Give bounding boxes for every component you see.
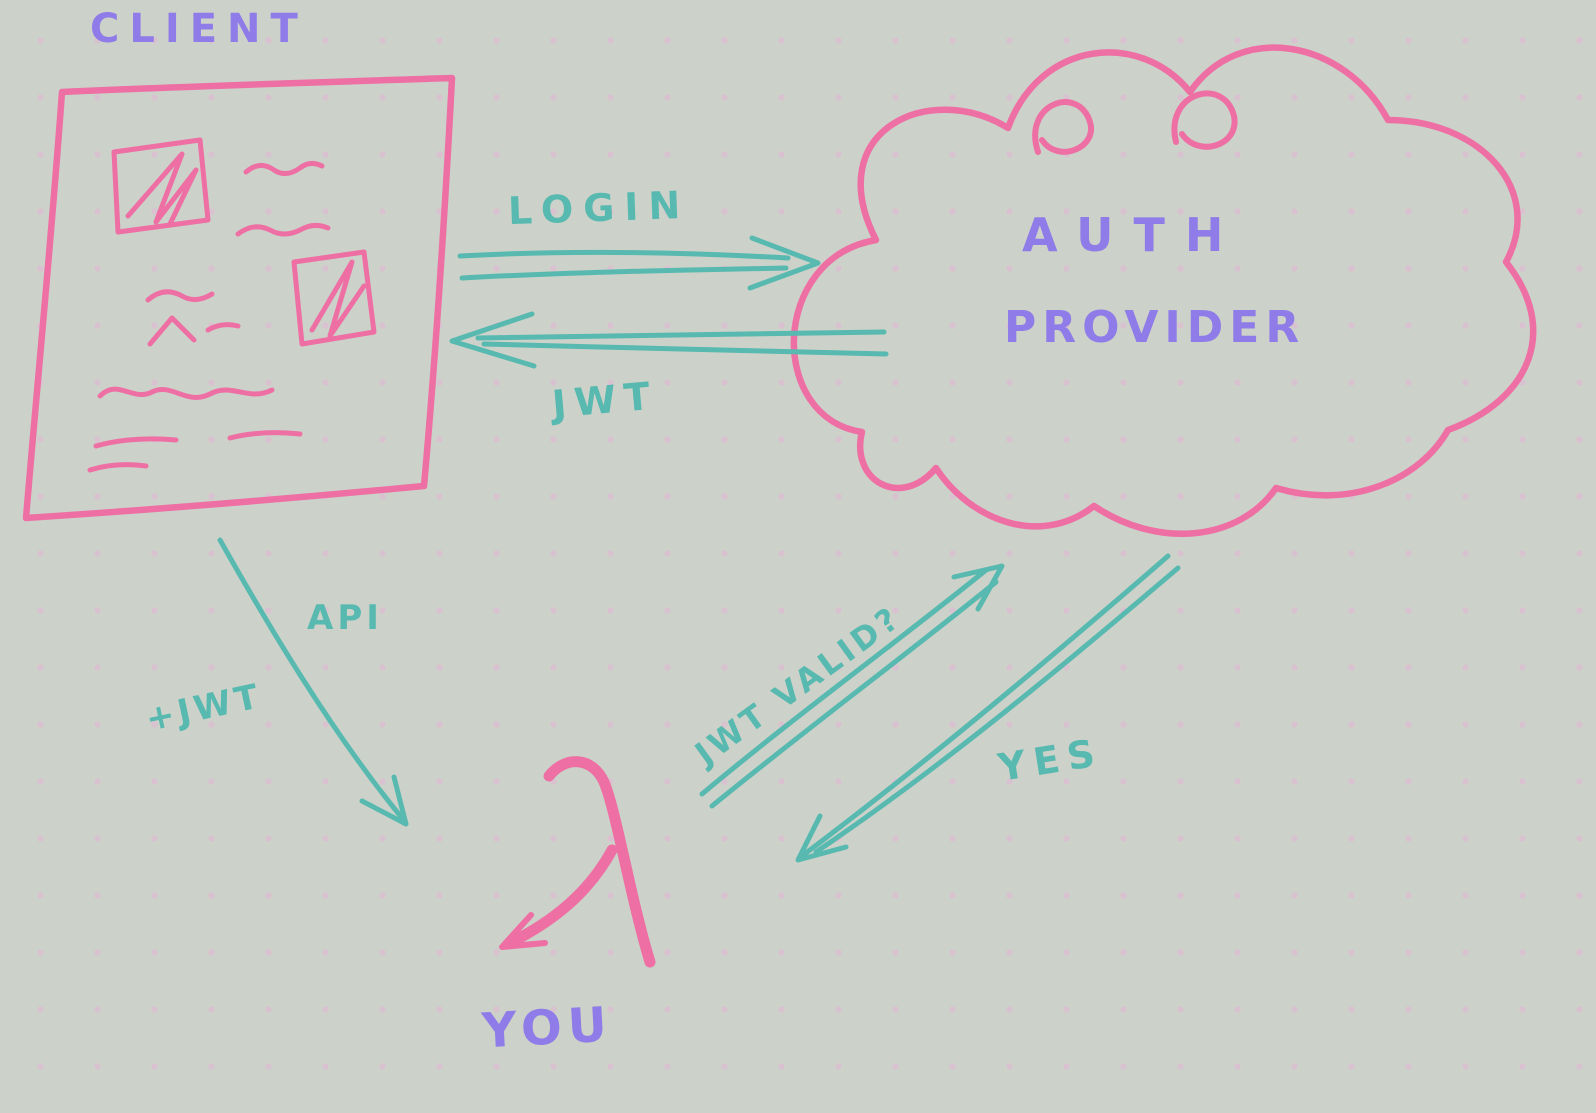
auth-cloud-title-line1: AUTH <box>1022 208 1244 262</box>
client-box-sketch <box>22 74 456 522</box>
client-label: CLIENT <box>90 6 308 52</box>
text-squiggle-4 <box>205 322 241 333</box>
login-arrow-shaft-bottom <box>459 265 789 281</box>
text-squiggle-2 <box>235 222 331 237</box>
yes-arrow-shaft <box>799 553 1171 859</box>
image-placeholder-1-scribble <box>125 151 199 227</box>
jwt-valid-head <box>951 563 1005 612</box>
text-line-1 <box>93 436 179 449</box>
image-placeholder-1 <box>111 137 211 235</box>
yes-arrow <box>795 553 1181 863</box>
login-arrow-label: LOGIN <box>507 182 692 234</box>
text-caret-scribble <box>147 315 197 347</box>
image-placeholder-2 <box>291 249 377 347</box>
api-arrow-shaft <box>217 537 405 821</box>
auth-cloud-shape <box>790 44 1537 537</box>
client-content-sketch <box>87 137 377 473</box>
lambda-leg-arrow-head <box>499 912 548 950</box>
text-squiggle-3 <box>145 289 215 303</box>
login-arrow <box>457 235 821 291</box>
client-box-outline <box>22 74 456 522</box>
api-arrow-head <box>359 774 409 827</box>
jwt-arrow-head <box>449 311 537 369</box>
text-line-3 <box>87 462 149 473</box>
text-zigzag-underline <box>97 386 275 400</box>
text-squiggle-1 <box>243 160 325 176</box>
jwt-valid-shaft-top <box>699 567 989 797</box>
api-arrow-label: API <box>307 598 383 638</box>
jwt-return-arrow-label: JWT <box>550 373 660 427</box>
text-line-2 <box>227 430 303 441</box>
jwt-valid-arrow <box>699 563 1005 809</box>
jwt-return-arrow <box>449 311 889 369</box>
lambda-symbol <box>499 756 656 968</box>
image-placeholder-2-scribble <box>309 259 367 339</box>
login-arrow-shaft-top <box>457 249 791 261</box>
login-arrow-head <box>747 235 821 291</box>
cloud-curl-2 <box>1171 90 1238 150</box>
jwt-valid-shaft-bottom <box>709 579 999 809</box>
auth-cloud-title-line2: PROVIDER <box>1004 302 1306 353</box>
lambda-left-leg <box>502 844 618 950</box>
jwt-arrow-shaft-bottom <box>481 341 889 357</box>
lambda-main-stroke <box>543 756 656 968</box>
cloud-outline <box>790 44 1537 537</box>
jwt-arrow-shaft-top <box>475 329 887 341</box>
yes-arrow-head <box>795 813 849 863</box>
api-arrow <box>217 537 409 827</box>
cloud-curl-1 <box>1032 99 1095 155</box>
yes-arrow-shaft-2 <box>813 565 1181 855</box>
lambda-you-label: YOU <box>480 996 615 1060</box>
